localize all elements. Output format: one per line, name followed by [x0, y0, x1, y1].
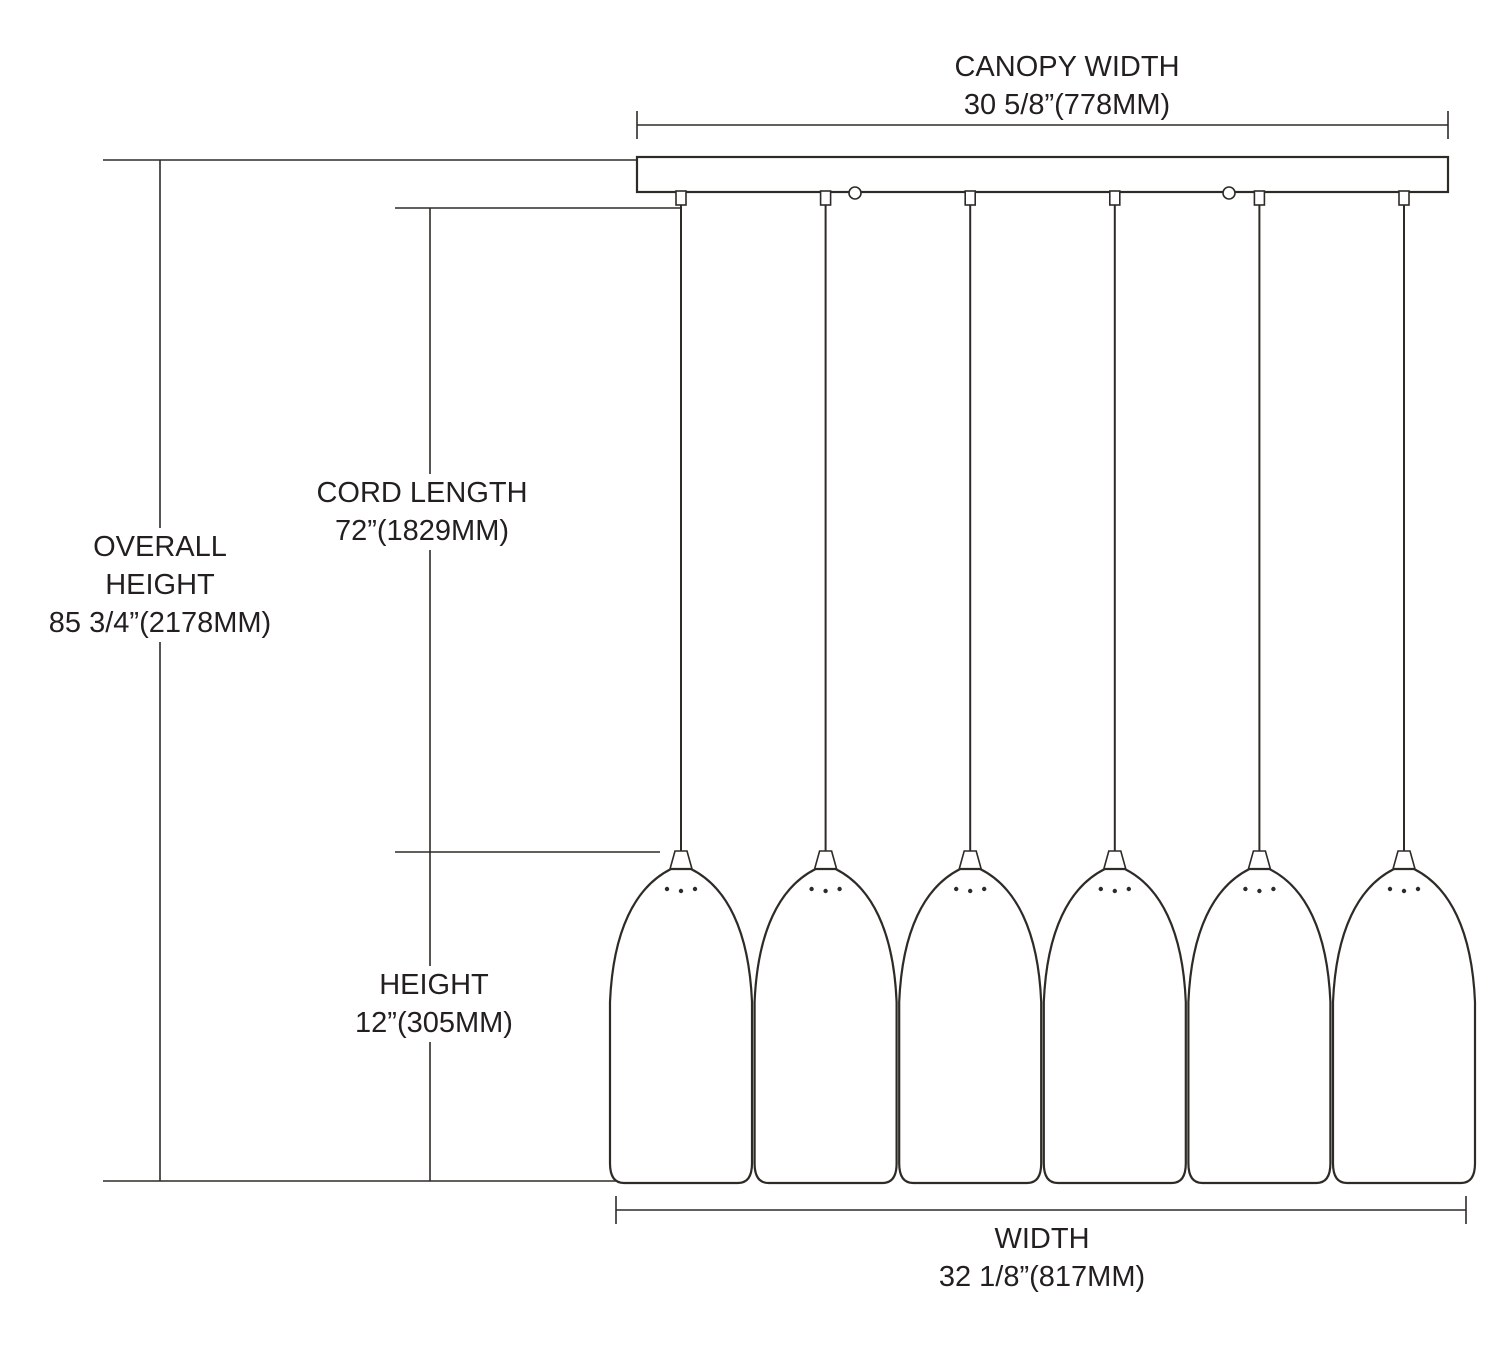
fitter-screw-dot — [1257, 888, 1262, 894]
glass-shade — [1042, 867, 1187, 1185]
fitter-screw-dot — [678, 888, 684, 894]
fixture-width-title: WIDTH — [994, 1223, 1090, 1255]
cord-grip — [1253, 190, 1266, 206]
cord-grip — [964, 190, 977, 206]
cord-grip — [1398, 190, 1410, 206]
fitter-screw-dot — [692, 886, 698, 892]
fitter-screw-dot — [837, 886, 842, 892]
pendant-layer — [608, 190, 1477, 1185]
fitter-screw-dot — [809, 886, 814, 892]
pendant — [753, 190, 898, 1185]
cord-grip — [819, 190, 832, 206]
fitter-screw-dot — [1271, 886, 1276, 892]
cord-length-value: 72”(1829MM) — [334, 515, 510, 547]
cord-grip — [675, 190, 687, 206]
canopy-hole-left — [848, 186, 862, 200]
canopy-width-label: CANOPY WIDTH 30 5/8”(778MM) — [946, 48, 1188, 124]
fitter-screw-dot — [1401, 888, 1407, 894]
overall-height-title-1: OVERALL — [93, 531, 227, 563]
glass-shade — [753, 867, 898, 1185]
pendant — [1187, 190, 1332, 1185]
glass-shade — [1331, 867, 1477, 1185]
fitter-screw-dot — [1112, 888, 1118, 894]
fitter-screw-dot — [1098, 886, 1104, 892]
fitter-screw-dot — [664, 886, 670, 892]
fixture-width-value: 32 1/8”(817MM) — [938, 1261, 1146, 1293]
fitter-screw-dot — [982, 886, 987, 892]
fixture-width-label: WIDTH 32 1/8”(817MM) — [930, 1220, 1154, 1296]
pendant — [1331, 190, 1477, 1185]
fitter-screw-dot — [968, 888, 973, 894]
overall-height-label: OVERALL HEIGHT 85 3/4”(2178MM) — [40, 528, 280, 642]
cord-length-label: CORD LENGTH 72”(1829MM) — [308, 474, 536, 550]
canopy-width-value: 30 5/8”(778MM) — [963, 89, 1171, 121]
glass-shade — [1187, 867, 1332, 1185]
pendant — [898, 190, 1043, 1185]
canopy-hole-right — [1222, 186, 1236, 200]
shade-height-value: 12”(305MM) — [355, 1007, 513, 1039]
fitter-screw-dot — [1387, 886, 1393, 892]
overall-height-value: 85 3/4”(2178MM) — [48, 607, 272, 639]
shade-height-title: HEIGHT — [379, 969, 489, 1001]
fitter-screw-dot — [1243, 886, 1248, 892]
shade-height-label: HEIGHT 12”(305MM) — [347, 966, 521, 1042]
pendant — [608, 190, 754, 1185]
shade-fitter — [1391, 850, 1417, 870]
shade-fitter — [668, 850, 694, 870]
shade-fitter — [1247, 850, 1272, 870]
cord-length-title: CORD LENGTH — [316, 477, 528, 509]
fitter-screw-dot — [1415, 886, 1421, 892]
fitter-screw-dot — [1126, 886, 1132, 892]
cord-grip — [1109, 190, 1121, 206]
fitter-screw-dot — [954, 886, 959, 892]
glass-shade — [608, 867, 754, 1185]
shade-fitter — [958, 850, 983, 870]
pendant — [1042, 190, 1187, 1185]
canopy — [635, 155, 1450, 194]
glass-shade — [898, 867, 1043, 1185]
shade-fitter — [813, 850, 838, 870]
canopy-width-title: CANOPY WIDTH — [954, 51, 1180, 83]
fitter-screw-dot — [823, 888, 828, 894]
shade-fitter — [1102, 850, 1127, 870]
overall-height-title-2: HEIGHT — [105, 569, 215, 601]
